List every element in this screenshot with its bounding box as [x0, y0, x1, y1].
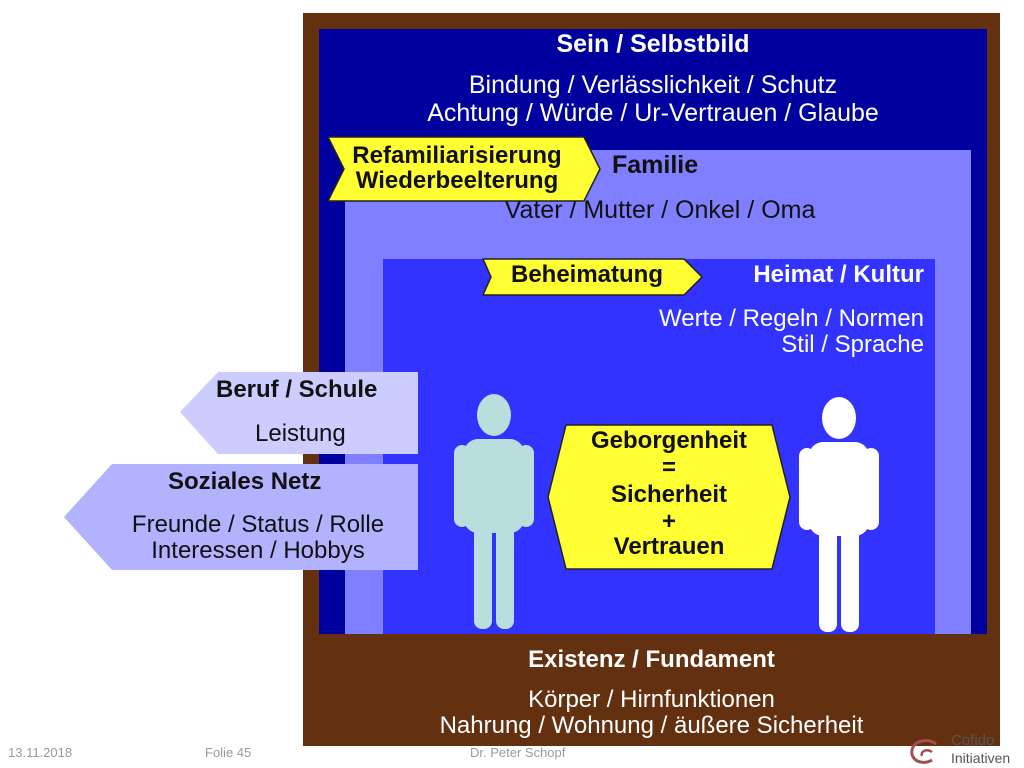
beruf-schule-line-1: Leistung: [255, 420, 346, 447]
sein-line-2: Achtung / Würde / Ur-Vertrauen / Glaube: [427, 99, 879, 127]
sein-title: Sein / Selbstbild: [556, 30, 750, 58]
geborgenheit-badge-shape: [547, 424, 791, 570]
geborgenheit-badge-line-3: Sicherheit: [610, 481, 728, 508]
geborgenheit-badge-line-4: +: [661, 508, 676, 535]
existenz-title: Existenz / Fundament: [528, 646, 775, 673]
heimat-title: Heimat / Kultur: [753, 261, 924, 288]
logo-line-2: Initiativen: [951, 750, 1011, 766]
footer-slide-number: Folie 45: [205, 745, 252, 760]
soziales-netz-title: Soziales Netz: [168, 468, 322, 495]
refamiliarisierung-tag-line-1: Refamiliarisierung: [352, 142, 562, 169]
familie-title: Familie: [612, 151, 699, 179]
footer-author: Dr. Peter Schopf: [470, 745, 566, 760]
beruf-schule-shape: [180, 372, 418, 454]
existenz-line-1: Körper / Hirnfunktionen: [528, 686, 775, 713]
refamiliarisierung-tag-shape: [326, 136, 601, 202]
sein-line-1: Bindung / Verlässlichkeit / Schutz: [468, 71, 838, 99]
logo-line-1: Cofido: [951, 732, 995, 749]
heimat-line-2: Stil / Sprache: [781, 331, 924, 358]
beheimatung-tag-label: Beheimatung: [510, 261, 663, 288]
person-figure-right-icon: [799, 397, 879, 632]
geborgenheit-badge-line-5: Vertrauen: [613, 533, 725, 560]
refamiliarisierung-tag-line-2: Wiederbeelterung: [355, 167, 559, 194]
cofido-logo-icon: [910, 739, 937, 764]
geborgenheit-badge-line-1: Geborgenheit: [590, 427, 747, 454]
geborgenheit-badge-line-2: =: [661, 454, 676, 481]
soziales-netz-line-2: Interessen / Hobbys: [151, 537, 365, 564]
person-figure-left-icon: [454, 394, 534, 629]
beheimatung-tag-shape: [481, 258, 704, 296]
soziales-netz-line-1: Freunde / Status / Rolle: [131, 511, 385, 538]
beruf-schule-title: Beruf / Schule: [216, 376, 378, 403]
soziales-netz-shape: [64, 464, 418, 570]
existenz-line-2: Nahrung / Wohnung / äußere Sicherheit: [439, 712, 864, 739]
heimat-line-1: Werte / Regeln / Normen: [659, 305, 924, 332]
footer-date: 13.11.2018: [8, 745, 73, 760]
